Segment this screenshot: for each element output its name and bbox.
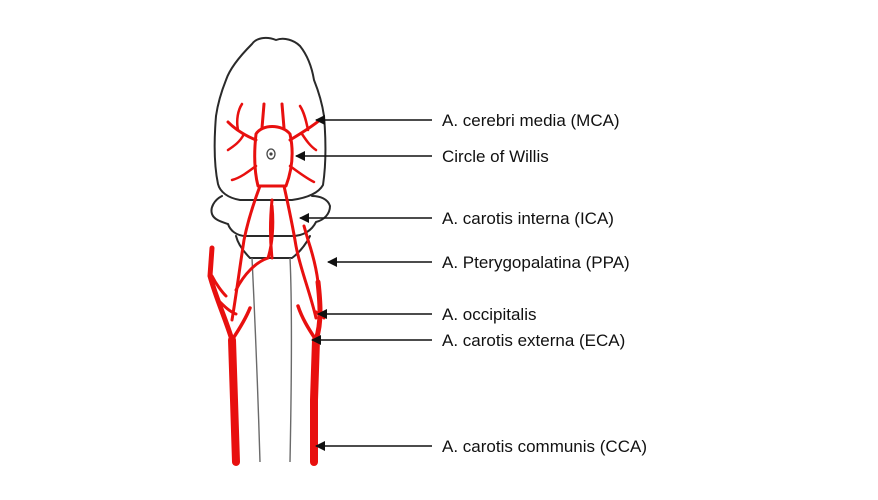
cerebellum-outline bbox=[210, 195, 331, 237]
internal-carotid-left bbox=[230, 184, 262, 322]
spinal-cord-left-line bbox=[251, 257, 261, 463]
pterygopalatine-left bbox=[234, 204, 275, 292]
common-carotid-right bbox=[310, 336, 320, 466]
mca-right-branch-1 bbox=[300, 132, 318, 152]
labels: A. cerebri media (MCA) Circle of Willis … bbox=[442, 111, 647, 456]
label-mca: A. cerebri media (MCA) bbox=[442, 111, 620, 130]
label-ica: A. carotis interna (ICA) bbox=[442, 209, 614, 228]
mca-left-branch-1 bbox=[226, 132, 246, 152]
spinal-cord-right-line bbox=[289, 257, 293, 463]
basilar-artery bbox=[269, 198, 274, 260]
common-carotid-left bbox=[228, 336, 240, 466]
willis-connector-top-right bbox=[280, 102, 286, 130]
pituitary-marker bbox=[266, 148, 276, 160]
pterygopalatine-right bbox=[302, 224, 320, 284]
label-cca: A. carotis communis (CCA) bbox=[442, 437, 647, 456]
cerebrum-outline bbox=[213, 36, 327, 201]
label-eca: A. carotis externa (ECA) bbox=[442, 331, 625, 350]
arteries bbox=[207, 102, 326, 466]
mca-right-branch-3 bbox=[288, 164, 316, 184]
occipital-left bbox=[230, 306, 252, 342]
mca-left bbox=[226, 120, 258, 142]
mca-right-branch-2 bbox=[298, 104, 310, 132]
mca-left-branch-3 bbox=[230, 164, 258, 182]
external-carotid-left bbox=[207, 245, 235, 343]
ext-branch-left-2 bbox=[210, 274, 228, 298]
circle-of-willis bbox=[253, 125, 294, 188]
brain-outline bbox=[210, 36, 331, 463]
label-circle-of-willis: Circle of Willis bbox=[442, 147, 549, 166]
label-occipitalis: A. occipitalis bbox=[442, 305, 536, 324]
internal-carotid-right bbox=[282, 184, 318, 320]
mca-left-branch-2 bbox=[235, 102, 244, 132]
callout-arrows bbox=[295, 115, 432, 451]
label-ppa: A. Pterygopalatina (PPA) bbox=[442, 253, 630, 272]
willis-connector-top bbox=[260, 102, 266, 130]
